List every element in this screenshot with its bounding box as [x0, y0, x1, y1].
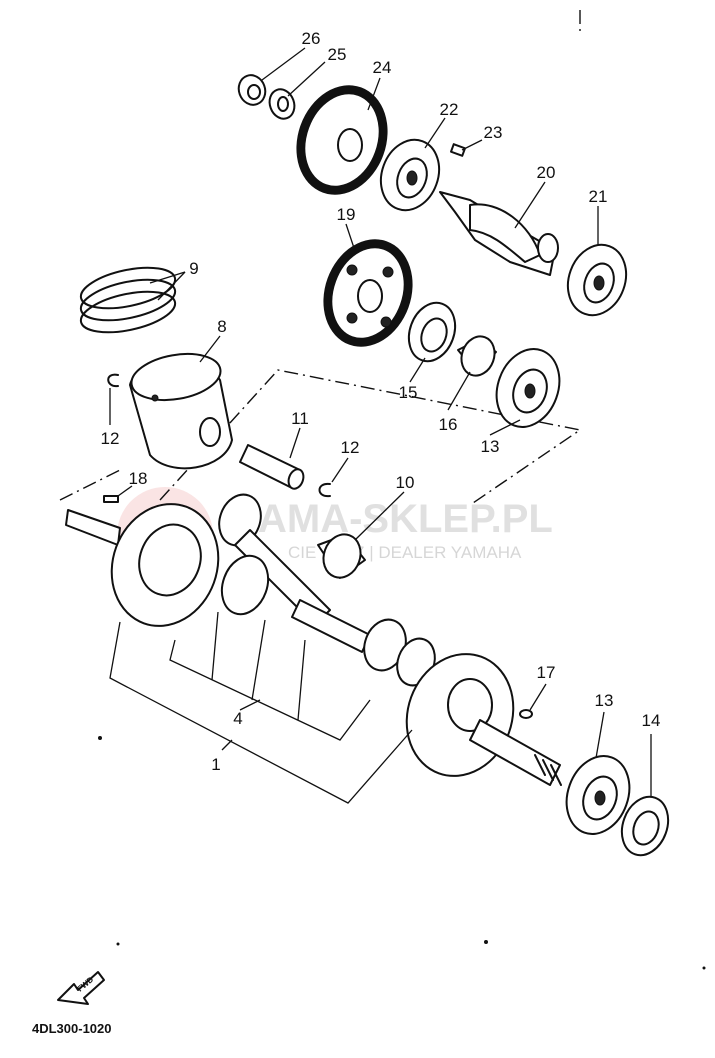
label-part-9: 9	[189, 259, 198, 278]
leader-part-4	[239, 699, 261, 711]
part-17-woodruff-key	[519, 709, 533, 719]
label-part-16: 16	[439, 415, 458, 434]
label-part-17: 17	[537, 663, 556, 682]
label-part-20: 20	[537, 163, 556, 182]
bracket-part-4-tick-c	[297, 639, 306, 721]
crankshaft-right-half	[405, 653, 562, 786]
part-8-piston	[129, 352, 233, 470]
leader-part-26	[261, 47, 306, 81]
label-part-22: 22	[440, 100, 459, 119]
part-21-bearing	[566, 243, 628, 317]
scan-speck	[116, 942, 120, 946]
part-16-collar	[457, 335, 497, 377]
label-part-19: 19	[337, 205, 356, 224]
leader-part-23	[461, 139, 483, 151]
label-part-26: 26	[302, 29, 321, 48]
label-part-12-left: 12	[101, 429, 120, 448]
part-12-clip-left	[107, 373, 119, 388]
leader-part-13a	[489, 419, 521, 436]
leader-part-20	[514, 181, 546, 229]
dashed-assembly-line-lower	[59, 469, 121, 501]
connecting-rod	[218, 493, 331, 626]
part-23-key	[449, 143, 467, 157]
part-18-key	[103, 495, 119, 503]
crank-pin	[291, 599, 371, 653]
part-11-piston-pin	[239, 444, 305, 490]
part-10-needle-bearing	[317, 533, 366, 579]
part-20-balancer-shaft	[439, 191, 559, 276]
leader-part-15	[409, 357, 426, 383]
label-part-14: 14	[642, 711, 661, 730]
label-part-21: 21	[589, 187, 608, 206]
label-part-18: 18	[129, 469, 148, 488]
part-9-piston-rings	[79, 266, 177, 334]
leader-part-9b	[157, 271, 186, 301]
part-13-bearing-upper	[495, 348, 561, 428]
leader-part-16	[447, 371, 471, 411]
part-24-primary-drive-gear	[296, 85, 388, 195]
crankshaft-left-half	[65, 503, 220, 627]
part-22-bearing	[379, 138, 441, 212]
label-part-12-right: 12	[341, 438, 360, 457]
part-19-balancer-drive-gear	[323, 239, 413, 347]
scan-speck	[702, 966, 706, 970]
bracket-part-1	[109, 621, 413, 804]
leader-part-8	[199, 335, 221, 363]
label-part-1: 1	[211, 755, 220, 774]
part-13-bearing-lower	[565, 755, 631, 835]
scan-speck	[484, 940, 488, 944]
label-part-8: 8	[217, 317, 226, 336]
part-25-lock-washer	[268, 88, 296, 120]
part-12-clip-right	[318, 482, 331, 498]
part-26-nut	[237, 74, 267, 106]
label-part-15: 15	[399, 383, 418, 402]
fwd-arrow-icon: FWD	[57, 971, 105, 1005]
label-part-25: 25	[328, 45, 347, 64]
leader-part-18	[117, 485, 133, 497]
leader-part-19	[345, 223, 357, 255]
leader-part-10	[354, 491, 405, 541]
leader-part-22	[424, 117, 446, 149]
label-part-13-lower: 13	[595, 691, 614, 710]
leader-part-25	[287, 61, 326, 97]
part-15-oil-seal	[407, 301, 457, 363]
bracket-part-4-tick-b	[251, 619, 266, 701]
leader-part-11	[289, 427, 301, 459]
label-part-24: 24	[373, 58, 392, 77]
leader-part-12b	[331, 457, 349, 483]
watermark-main-text: AMA-SKLEP.PL	[258, 497, 553, 541]
leader-part-9a	[149, 271, 186, 284]
label-part-11: 11	[291, 409, 309, 428]
leader-part-13b	[595, 711, 605, 759]
label-part-23: 23	[484, 123, 503, 142]
bracket-part-4-tick-a	[211, 611, 219, 681]
label-part-4: 4	[233, 709, 242, 728]
leader-part-24	[367, 77, 381, 111]
bracket-part-4	[169, 639, 371, 741]
part-14-oil-seal	[620, 795, 670, 857]
label-part-10: 10	[396, 473, 415, 492]
diagram-code: 4DL300-1020	[32, 1021, 112, 1036]
leader-part-17	[529, 683, 547, 711]
label-part-13-upper: 13	[481, 437, 500, 456]
leader-part-1	[221, 739, 233, 751]
scan-speck	[98, 736, 102, 740]
